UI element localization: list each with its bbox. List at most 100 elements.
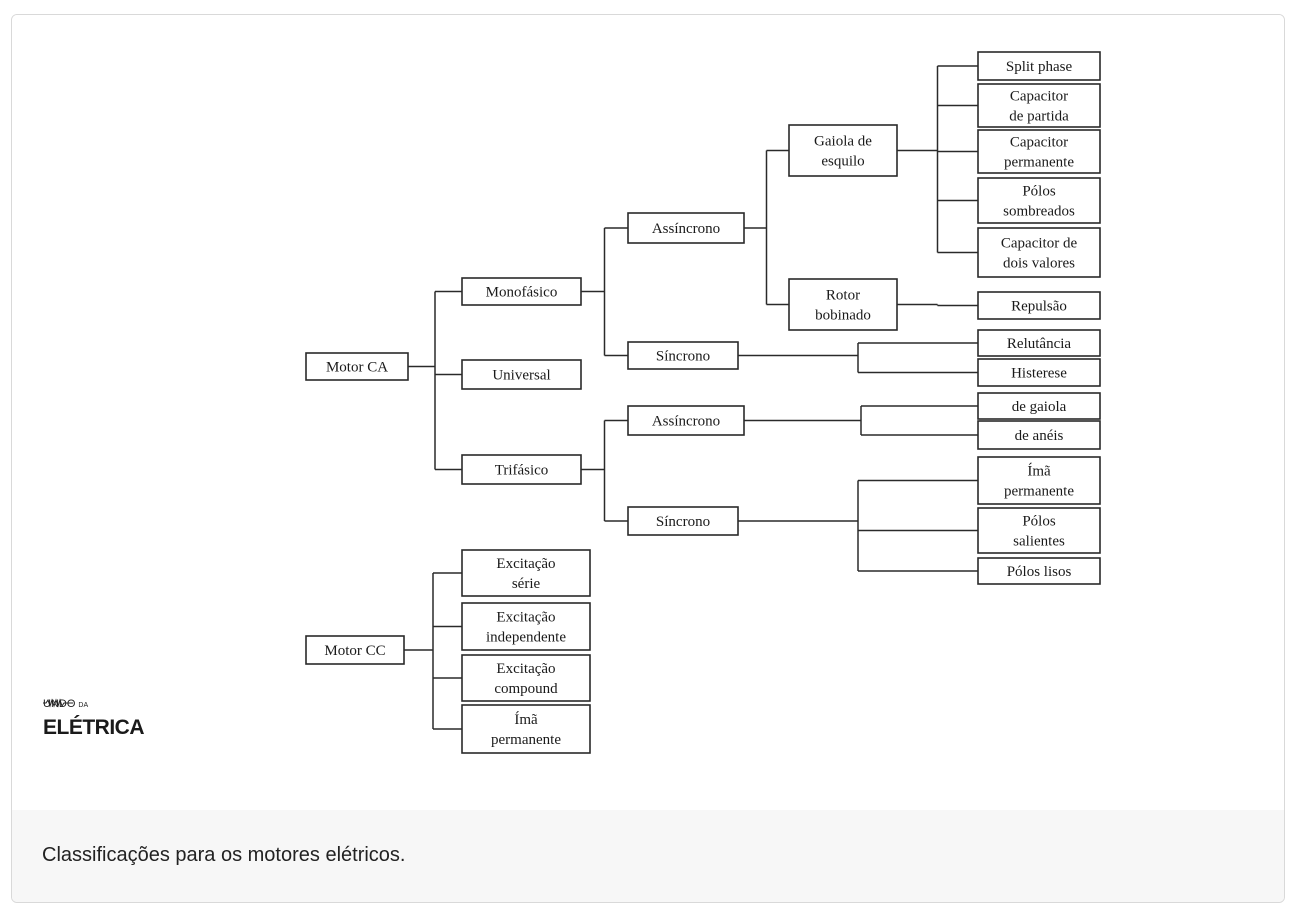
node-split-phase: Split phase xyxy=(977,51,1101,81)
figure-caption: Classificações para os motores elétricos… xyxy=(42,844,406,866)
node-box xyxy=(627,405,745,436)
node-label: Síncrono xyxy=(656,514,710,530)
node-polos-salientes: Pólos salientes xyxy=(977,507,1101,554)
node-label: permanente xyxy=(1004,155,1074,171)
node-label: permanente xyxy=(1004,484,1074,500)
node-box xyxy=(461,277,582,306)
node-label: Motor CA xyxy=(326,360,388,376)
node-box xyxy=(977,227,1101,278)
node-motor-ca: Motor CA xyxy=(305,352,409,381)
node-polos-sombreados: Pólos sombreados xyxy=(977,177,1101,224)
node-label: Monofásico xyxy=(486,285,558,301)
node-box xyxy=(977,329,1101,357)
node-box xyxy=(305,352,409,381)
node-label: de gaiola xyxy=(1012,399,1067,415)
logo-da-text: DA xyxy=(78,702,89,709)
node-label: Ímã xyxy=(514,711,538,728)
node-box xyxy=(977,358,1101,387)
node-capacitor-dois-valores: Capacitor de dois valores xyxy=(977,227,1101,278)
node-histerese: Histerese xyxy=(977,358,1101,387)
node-ima-permanente-ca: Ímã permanente xyxy=(977,456,1101,505)
node-label: esquilo xyxy=(821,154,864,170)
node-label: Pólos xyxy=(1022,184,1056,200)
node-rotor-bobinado: Rotor bobinado xyxy=(788,278,898,331)
node-label: Síncrono xyxy=(656,349,710,365)
caption-bar: Classificações para os motores elétricos… xyxy=(12,810,1284,902)
node-de-aneis: de anéis xyxy=(977,420,1101,450)
node-de-gaiola: de gaiola xyxy=(977,392,1101,420)
node-label: Motor CC xyxy=(324,643,385,659)
node-box xyxy=(977,129,1101,174)
node-label: independente xyxy=(486,630,566,646)
node-box xyxy=(788,124,898,177)
node-box xyxy=(461,704,591,754)
node-label: Split phase xyxy=(1006,59,1073,75)
node-mono-sincrono: Síncrono xyxy=(627,341,739,370)
node-box xyxy=(627,212,745,244)
node-box xyxy=(977,557,1101,585)
node-box xyxy=(461,359,582,390)
node-label: Excitação xyxy=(496,610,555,626)
node-excitacao-serie: Excitação série xyxy=(461,549,591,597)
node-label: Relutância xyxy=(1007,336,1071,352)
node-label: Ímã xyxy=(1027,463,1051,480)
node-tri-assincrono: Assíncrono xyxy=(627,405,745,436)
node-label: série xyxy=(512,576,541,592)
node-label: bobinado xyxy=(815,308,871,324)
node-label: Capacitor de xyxy=(1001,236,1078,252)
node-polos-lisos: Pólos lisos xyxy=(977,557,1101,585)
node-box xyxy=(977,507,1101,554)
node-repulsao: Repulsão xyxy=(977,291,1101,320)
node-label: Excitação xyxy=(496,661,555,677)
node-box xyxy=(461,654,591,702)
node-universal: Universal xyxy=(461,359,582,390)
node-trifasico: Trifásico xyxy=(461,454,582,485)
node-box xyxy=(977,291,1101,320)
logo-bottom-text: ELÉTRICA xyxy=(43,716,145,739)
node-label: Rotor xyxy=(826,288,860,304)
node-label: Universal xyxy=(492,368,550,384)
node-box xyxy=(977,392,1101,420)
node-label: sombreados xyxy=(1003,204,1075,220)
node-box xyxy=(977,420,1101,450)
node-box xyxy=(461,549,591,597)
node-label: Histerese xyxy=(1011,366,1067,382)
node-label: compound xyxy=(494,681,558,697)
node-mono-assincrono: Assíncrono xyxy=(627,212,745,244)
node-box xyxy=(788,278,898,331)
node-label: de partida xyxy=(1009,109,1069,125)
node-box xyxy=(627,341,739,370)
node-box xyxy=(461,454,582,485)
node-tri-sincrono: Síncrono xyxy=(627,506,739,536)
node-box xyxy=(977,83,1101,128)
logo-top-text: UNDO xyxy=(43,698,76,710)
node-box xyxy=(977,177,1101,224)
node-motor-cc: Motor CC xyxy=(305,635,405,665)
node-excitacao-compound: Excitação compound xyxy=(461,654,591,702)
node-label: Assíncrono xyxy=(652,221,720,237)
node-label: Repulsão xyxy=(1011,299,1067,315)
node-label: de anéis xyxy=(1015,428,1064,444)
node-box xyxy=(461,602,591,651)
node-label: dois valores xyxy=(1003,256,1075,272)
node-monofasico: Monofásico xyxy=(461,277,582,306)
node-label: Pólos xyxy=(1022,514,1056,530)
node-label: Excitação xyxy=(496,556,555,572)
node-relutancia: Relutância xyxy=(977,329,1101,357)
node-box xyxy=(627,506,739,536)
node-label: salientes xyxy=(1013,534,1065,550)
node-label: Pólos lisos xyxy=(1007,564,1072,580)
wave-icon xyxy=(43,698,73,708)
node-box xyxy=(305,635,405,665)
node-box xyxy=(977,456,1101,505)
node-excitacao-independente: Excitação independente xyxy=(461,602,591,651)
